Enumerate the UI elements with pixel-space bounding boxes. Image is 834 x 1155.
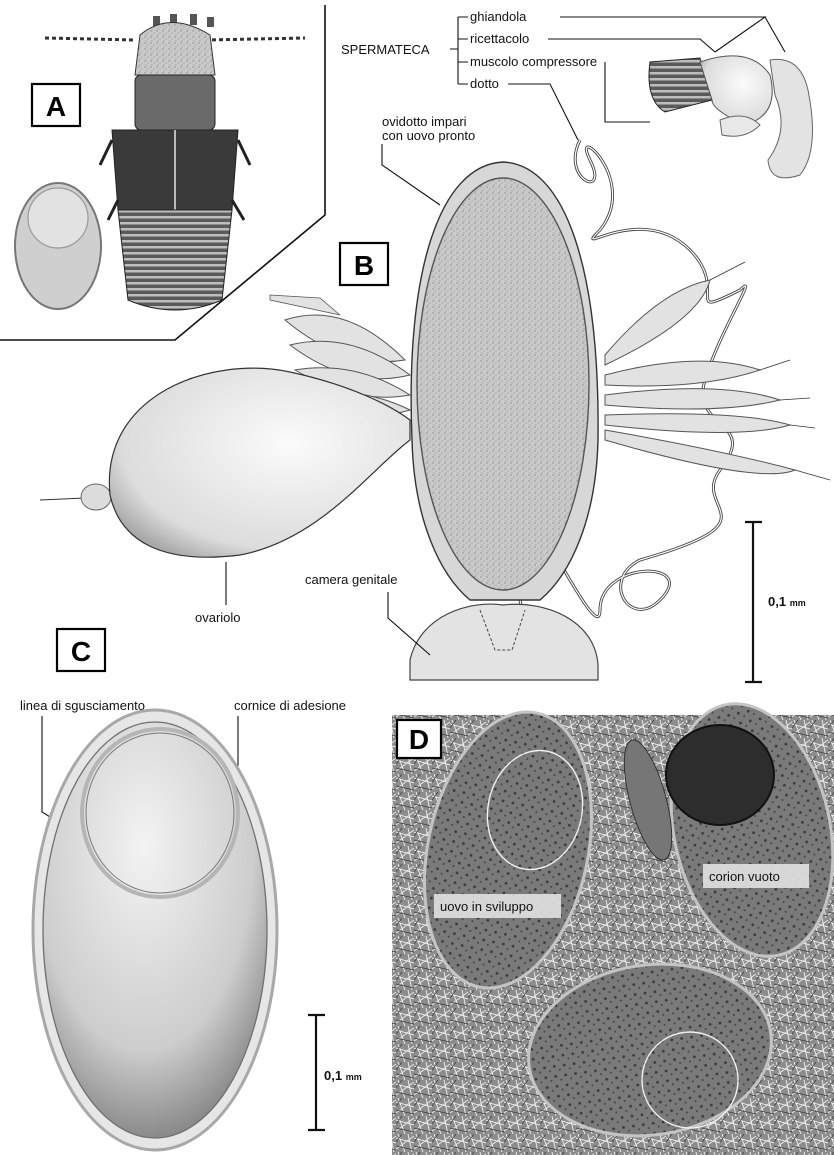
leader-muscolo [605,62,650,122]
oviduct-egg [411,162,598,600]
letter-c: C [71,636,91,667]
egg-small [15,183,101,309]
genital-chamber [410,604,598,680]
scale-bar-c [308,1015,325,1130]
spermateca-dotto: dotto [470,76,499,91]
letter-b: B [354,250,374,281]
leader-ricettacolo [548,39,715,52]
spermateca-title: SPERMATECA [341,42,430,57]
ovariole-large [40,368,410,557]
letter-a: A [46,91,66,122]
label-ovariolo: ovariolo [195,610,241,625]
label-ovidotto-line1: ovidotto impari [382,114,467,129]
scale-b-value: 0,1 mm [768,594,806,609]
scale-c-value: 0,1 mm [324,1068,362,1083]
leader-ovidotto [382,144,440,205]
spermateca-ghiandola: ghiandola [470,9,527,24]
spermatheca-organ [649,56,813,178]
label-ovidotto-line2: con uovo pronto [382,128,475,143]
leader-dotto [508,84,578,140]
panel-c: C linea di sgusciamento cornice di adesi… [20,629,362,1150]
label-camera-genitale: camera genitale [305,572,398,587]
egg-large [33,710,277,1150]
label-linea-sgusciamento: linea di sgusciamento [20,698,145,713]
spermateca-muscolo: muscolo compressore [470,54,597,69]
scale-bar-b [745,522,762,682]
panel-a: A [0,5,325,340]
ovarioles-right [605,262,830,480]
spermateca-bracket [450,17,468,84]
leader-ghiandola [560,17,785,52]
panel-d: D uovo in sviluppo corion vuoto [392,689,834,1155]
label-uovo-sviluppo: uovo in sviluppo [440,899,533,914]
spermateca-ricettacolo: ricettacolo [470,31,529,46]
label-corion-vuoto: corion vuoto [709,869,780,884]
letter-d: D [409,724,429,755]
label-cornice-adesione: cornice di adesione [234,698,346,713]
